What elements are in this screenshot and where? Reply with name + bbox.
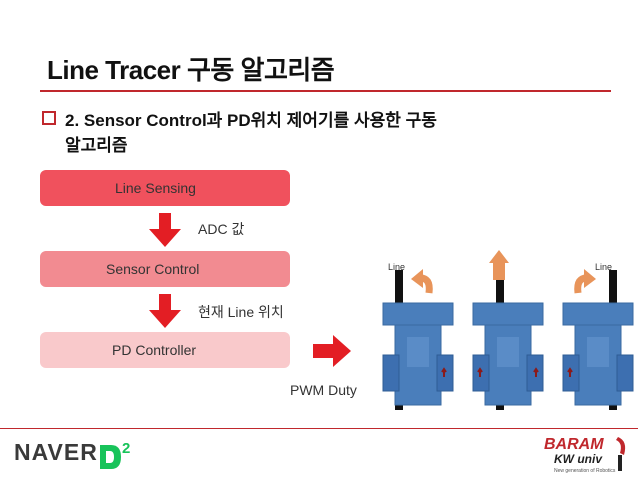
naver-logo: NAVER	[14, 439, 98, 465]
slide-title: Line Tracer 구동 알고리즘	[47, 55, 335, 85]
flow-step-label: PD Controller	[112, 342, 197, 358]
robot-right	[562, 269, 634, 410]
title-divider	[40, 90, 611, 92]
bullet-text-line2: 알고리즘	[65, 136, 128, 155]
robot-center	[472, 250, 544, 410]
baram-logo-tagline: New generation of Robotics	[554, 468, 616, 474]
line-label-right: Line	[595, 262, 612, 272]
down-arrow-icon	[149, 213, 181, 247]
line-label-left: Line	[388, 262, 405, 272]
robot-left	[382, 269, 454, 410]
baram-logo-text: BARAM	[544, 436, 604, 453]
flow-step-label: Line Sensing	[115, 180, 196, 196]
flow-caption-line-position: 현재 Line 위치	[198, 304, 284, 320]
flow-step-pd-controller: PD Controller	[40, 332, 290, 368]
baram-logo: BARAM KW univ New generation of Robotics	[544, 436, 626, 474]
flow-step-label: Sensor Control	[106, 261, 200, 277]
d2-superscript: 2	[122, 440, 130, 457]
pwm-duty-label: PWM Duty	[290, 382, 357, 398]
flow-step-line-sensing: Line Sensing	[40, 170, 290, 206]
baram-logo-subtext: KW univ	[554, 452, 603, 466]
d2-logo-icon: 2	[100, 440, 130, 469]
checkbox-bullet-icon	[42, 111, 56, 125]
footer-divider	[0, 428, 638, 429]
right-arrow-icon	[313, 335, 351, 367]
flow-step-sensor-control: Sensor Control	[40, 251, 290, 287]
flow-caption-adc: ADC 값	[198, 221, 245, 237]
down-arrow-icon	[149, 294, 181, 328]
bullet-text-line1: 2. Sensor Control과 PD위치 제어기를 사용한 구동	[65, 111, 437, 130]
robot-steering-diagram: Line Line	[382, 250, 634, 410]
